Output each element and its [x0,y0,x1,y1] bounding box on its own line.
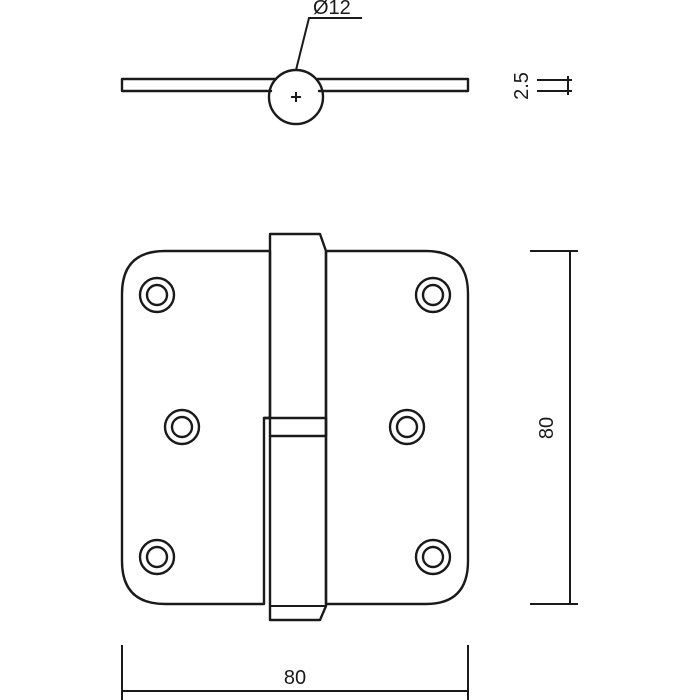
screw-hole-bore [421,545,445,569]
screw-hole-bore [421,283,445,307]
screw-hole [163,408,201,446]
screw-hole [138,538,176,576]
screw-hole [414,538,452,576]
width-label: 80 [284,667,306,689]
left-leaf-outline [120,249,272,606]
height-label: 80 [536,417,558,439]
height-dimension-lines [530,250,578,605]
screw-hole [388,408,426,446]
screw-hole-countersink [138,276,176,314]
screw-hole-countersink [163,408,201,446]
thickness-dimension: 2.5 [511,72,572,100]
screw-hole-bore [170,415,194,439]
height-dimension: 80 [530,250,578,605]
thickness-extension-lines [537,76,572,95]
screw-holes [138,276,452,576]
right-leaf-outline [324,249,470,606]
hinge-front-view [120,232,470,622]
knuckle-joint-lines [270,417,326,607]
screw-hole-countersink [388,408,426,446]
pin-center-mark [291,92,301,102]
screw-hole-countersink [414,538,452,576]
open-leaves-plate [120,77,470,93]
screw-hole-countersink [414,276,452,314]
thickness-label: 2.5 [511,72,533,100]
width-dimension: 80 [121,645,469,700]
screw-hole-bore [145,283,169,307]
hinge-top-view: Ø12 [120,0,470,126]
diameter-leader-line [295,17,362,71]
screw-hole-bore [395,415,419,439]
screw-hole [138,276,176,314]
screw-hole-bore [145,545,169,569]
screw-hole [414,276,452,314]
pin-diameter-label: Ø12 [313,0,351,19]
upper-knuckle [268,232,328,438]
screw-hole-countersink [138,538,176,576]
width-dimension-lines [121,645,469,700]
lower-knuckle [262,416,328,622]
